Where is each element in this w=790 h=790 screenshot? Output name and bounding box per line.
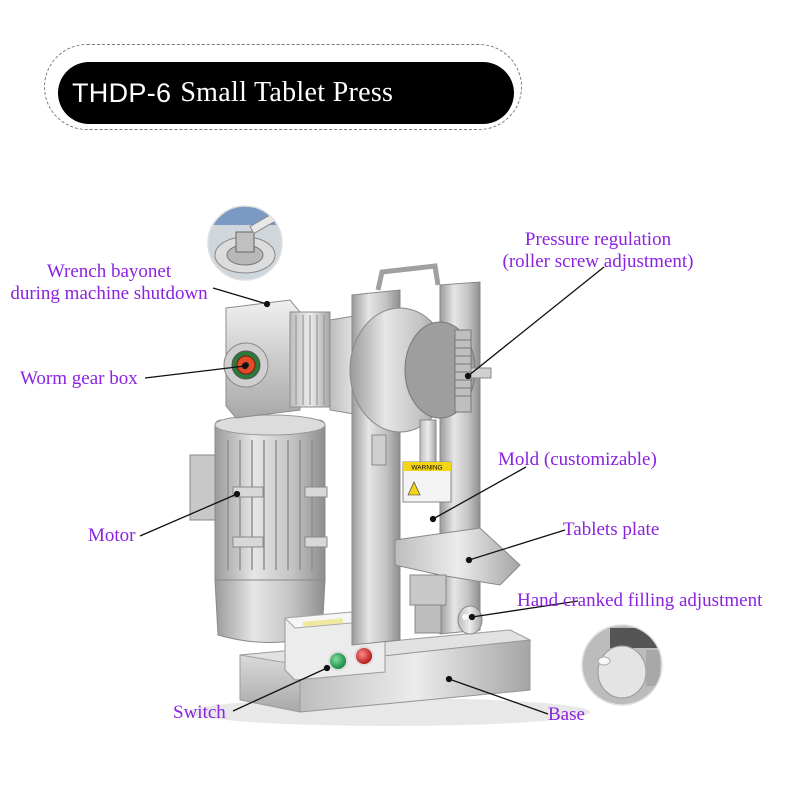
title-banner: THDP-6 Small Tablet Press <box>58 62 514 124</box>
label-wrench-bayonet: Wrench bayonet during machine shutdown <box>0 261 218 305</box>
stop-switch-red <box>354 646 374 666</box>
title-dashed-outline <box>44 44 522 130</box>
label-wrench-bayonet-line1: Wrench bayonet <box>46 261 172 282</box>
wrench-bayonet-inset <box>208 206 282 280</box>
label-pressure-line1: Pressure regulation <box>524 229 672 250</box>
lower-die <box>409 574 447 606</box>
label-wrench-bayonet-line2: during machine shutdown <box>10 283 208 304</box>
warning-sign: WARNING <box>402 461 452 503</box>
flywheel <box>349 307 492 433</box>
label-tablets-plate: Tablets plate <box>563 519 660 540</box>
hand-crank-inset <box>582 625 662 705</box>
tablets-plate-shape <box>394 527 521 586</box>
hand-crank-knob <box>457 605 483 635</box>
product-model: THDP-6 <box>72 77 172 108</box>
motor-body <box>189 414 328 643</box>
label-pressure-regulation: Pressure regulation (roller screw adjust… <box>488 229 708 273</box>
label-pressure-line2: (roller screw adjustment) <box>502 251 694 272</box>
leader-lines <box>139 266 605 715</box>
label-switch: Switch <box>173 702 226 723</box>
label-hand-crank: Hand cranked filling adjustment <box>517 590 763 611</box>
worm-gear-box <box>223 299 331 419</box>
label-worm-gear-box: Worm gear box <box>20 368 138 389</box>
label-base: Base <box>548 704 585 725</box>
start-switch-green <box>328 651 348 671</box>
svg-text:WARNING: WARNING <box>411 465 442 472</box>
product-name: Small Tablet Press <box>180 77 394 108</box>
label-mold: Mold (customizable) <box>498 449 657 470</box>
label-motor: Motor <box>88 525 136 546</box>
